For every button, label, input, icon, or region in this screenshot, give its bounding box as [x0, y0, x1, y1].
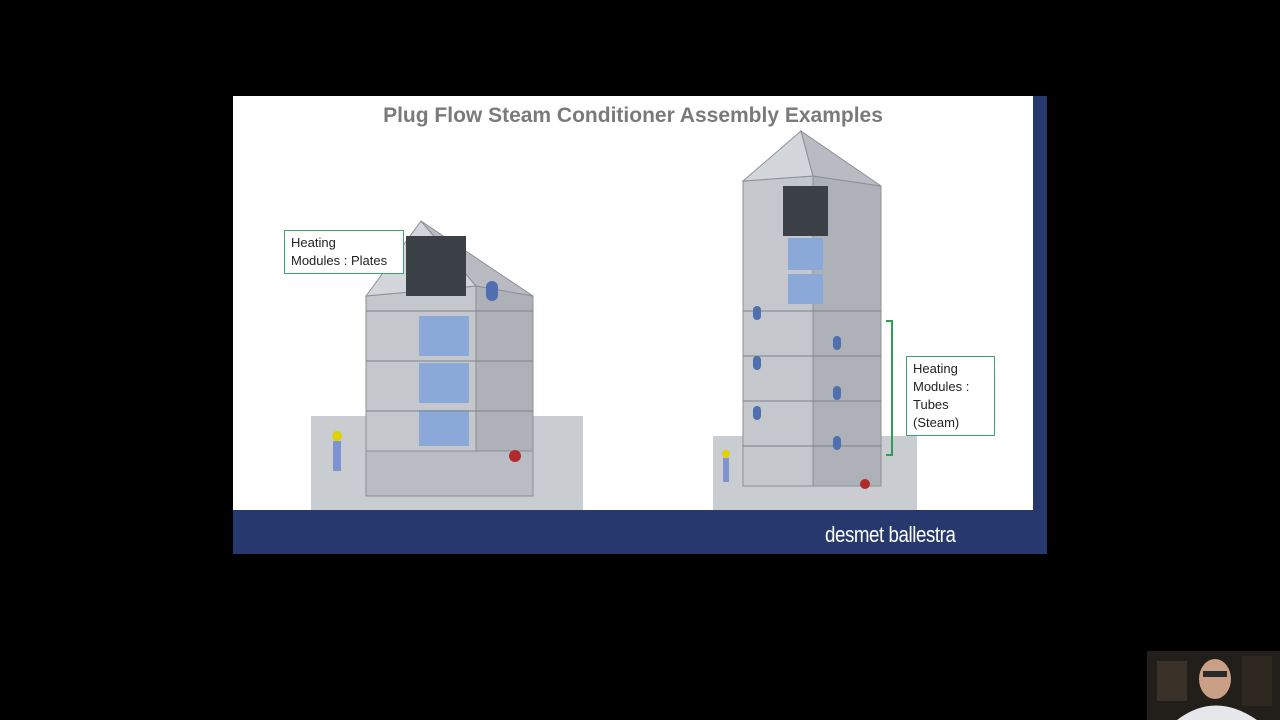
presentation-slide: Plug Flow Steam Conditioner Assembly Exa…: [233, 96, 1047, 554]
brand-logo: desmet ballestra: [824, 522, 956, 547]
footer-curve: [973, 436, 1033, 510]
slide-title: Plug Flow Steam Conditioner Assembly Exa…: [383, 104, 883, 127]
slide-side-band: [1033, 96, 1047, 554]
presenter-webcam-thumbnail: [1147, 651, 1280, 720]
tubes-conditioner-illustration: [713, 129, 917, 518]
tubes-bracket: [886, 320, 893, 456]
callout-heating-plates: Heating Modules : Plates: [284, 230, 404, 274]
callout-heating-tubes: Heating Modules : Tubes (Steam): [906, 356, 995, 436]
plates-conditioner-illustration: [311, 220, 583, 518]
presenter-image: [1147, 651, 1280, 720]
slide-footer-band: [233, 510, 1047, 554]
